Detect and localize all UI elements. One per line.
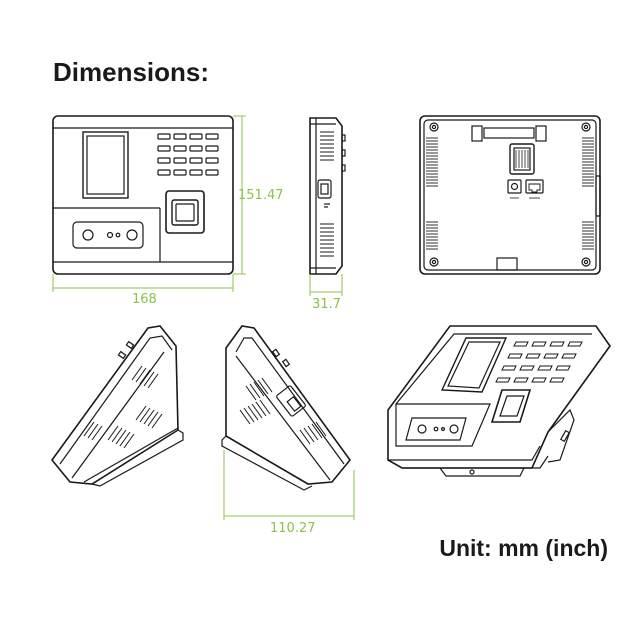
front-fingerprint-sensor	[165, 190, 205, 234]
tilted-left-view	[50, 325, 184, 487]
tilt-depth-dimension-label: 110.27	[270, 521, 316, 536]
page-title: Dimensions:	[53, 57, 210, 87]
perspective-camera-bar	[405, 417, 467, 441]
front-camera-bar	[72, 221, 144, 249]
perspective-keypad	[495, 341, 583, 383]
perspective-screen	[440, 337, 508, 393]
side-dimension-lines	[309, 274, 343, 296]
tilt-dimension-lines	[223, 450, 355, 520]
back-view	[419, 115, 601, 275]
depth-dimension-label: 31.7	[312, 297, 341, 312]
tilted-right-view	[221, 325, 352, 491]
side-view	[309, 117, 346, 275]
front-view	[52, 115, 234, 275]
width-dimension-label: 168	[132, 292, 157, 307]
perspective-fingerprint-sensor	[490, 389, 532, 423]
front-screen	[82, 131, 129, 199]
height-dimension-label: 151.47	[238, 188, 284, 203]
perspective-view	[387, 325, 611, 477]
unit-note: Unit: mm (inch)	[439, 535, 608, 561]
front-dimension-lines	[52, 115, 246, 292]
front-keypad	[157, 133, 219, 176]
